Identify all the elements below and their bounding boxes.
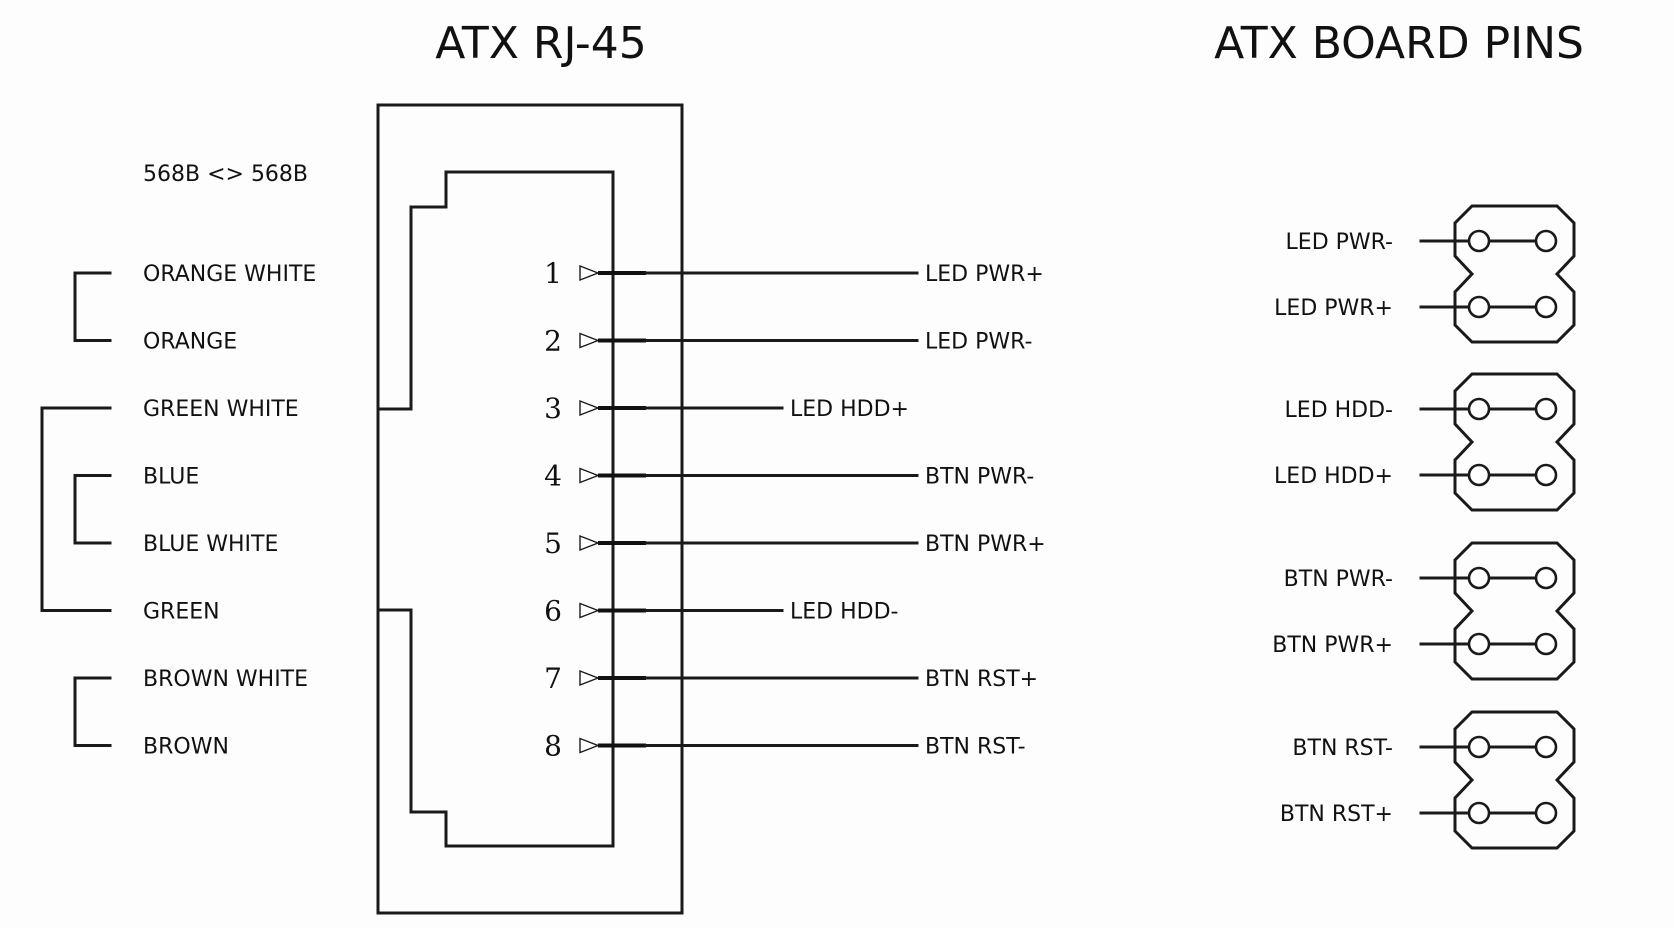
pin-arrow-icon bbox=[579, 332, 600, 349]
pin-number: 6 bbox=[544, 595, 562, 628]
signal-label: BTN RST- bbox=[925, 735, 1026, 760]
rj45-title: ATX RJ-45 bbox=[435, 18, 647, 69]
pin-number: 7 bbox=[544, 662, 562, 695]
header-pin-icon bbox=[1534, 295, 1558, 319]
wire-color-label: ORANGE WHITE bbox=[143, 262, 316, 287]
rj45-pin-6: 6 LED HDD- bbox=[544, 595, 898, 628]
header-pin-icon bbox=[1534, 632, 1558, 656]
wire-color-label: ORANGE bbox=[143, 330, 237, 355]
rj45-connector bbox=[376, 103, 684, 915]
rj45-pin-4: 4 BTN PWR- bbox=[544, 460, 1034, 493]
header-outline bbox=[1453, 710, 1576, 850]
header-pin-label: BTN RST- bbox=[1292, 736, 1393, 761]
header-outline bbox=[1453, 372, 1576, 512]
pin-arrow-icon bbox=[579, 534, 600, 552]
header-pin-icon bbox=[1534, 463, 1558, 487]
pair-bracket-blue bbox=[73, 474, 112, 545]
wire-color-label: GREEN bbox=[143, 600, 220, 625]
signal-label: LED PWR- bbox=[925, 330, 1032, 355]
wire-color-label: BLUE bbox=[143, 465, 199, 490]
header-led-hdd: LED HDD- LED HDD+ bbox=[1274, 372, 1576, 512]
pin-number: 2 bbox=[544, 325, 562, 358]
header-outline bbox=[1453, 204, 1576, 344]
signal-label: LED HDD- bbox=[790, 600, 898, 625]
header-pin-icon bbox=[1534, 735, 1558, 759]
rj45-pin-3: 3 LED HDD+ bbox=[544, 392, 909, 425]
pair-bracket-brown bbox=[73, 676, 112, 747]
pair-brackets bbox=[40, 271, 112, 747]
header-pin-icon bbox=[1467, 566, 1491, 590]
pin-arrow-icon bbox=[579, 737, 600, 754]
rj45-pin-7: 7 BTN RST+ bbox=[544, 662, 1038, 695]
wire-color-labels: ORANGE WHITE ORANGE GREEN WHITE BLUE BLUE WH… bbox=[143, 262, 316, 760]
pin-arrow-icon bbox=[579, 264, 600, 282]
wire-color-label: BROWN bbox=[143, 735, 229, 760]
pin-number: 8 bbox=[544, 730, 562, 763]
signal-label: BTN RST+ bbox=[925, 667, 1038, 692]
pin-arrow-icon bbox=[579, 467, 600, 484]
wire-color-label: BLUE WHITE bbox=[143, 532, 278, 557]
standard-label: 568B <> 568B bbox=[143, 162, 308, 187]
header-pin-icon bbox=[1534, 566, 1558, 590]
pair-bracket-green bbox=[40, 406, 112, 612]
header-pin-label: BTN PWR- bbox=[1284, 567, 1393, 592]
header-pin-label: BTN PWR+ bbox=[1272, 633, 1393, 658]
pin-number: 1 bbox=[544, 257, 562, 290]
rj45-pin-1: 1 LED PWR+ bbox=[544, 257, 1044, 290]
header-pin-icon bbox=[1467, 735, 1491, 759]
pin-arrow-icon bbox=[579, 399, 600, 417]
header-button-power: BTN PWR- BTN PWR+ bbox=[1272, 541, 1576, 681]
rj45-pin-8: 8 BTN RST- bbox=[544, 730, 1026, 763]
header-pin-icon bbox=[1467, 229, 1491, 253]
header-pin-icon bbox=[1467, 295, 1491, 319]
header-pin-label: LED HDD+ bbox=[1274, 464, 1393, 489]
pin-arrow-icon bbox=[579, 669, 600, 687]
signal-label: BTN PWR- bbox=[925, 465, 1034, 490]
header-pin-label: LED PWR+ bbox=[1274, 296, 1393, 321]
header-pin-label: BTN RST+ bbox=[1280, 802, 1393, 827]
board-pins-title: ATX BOARD PINS bbox=[1214, 18, 1584, 69]
signal-label: BTN PWR+ bbox=[925, 532, 1046, 557]
header-pin-icon bbox=[1534, 801, 1558, 825]
pin-number: 4 bbox=[544, 460, 562, 493]
header-outline bbox=[1453, 541, 1576, 681]
signal-label: LED PWR+ bbox=[925, 262, 1044, 287]
pair-bracket-orange bbox=[73, 271, 112, 342]
pin-number: 5 bbox=[544, 527, 562, 560]
signal-label: LED HDD+ bbox=[790, 397, 909, 422]
wire-color-label: BROWN WHITE bbox=[143, 667, 308, 692]
header-pin-icon bbox=[1534, 229, 1558, 253]
pin-arrow-icon bbox=[579, 602, 600, 619]
header-pin-icon bbox=[1534, 397, 1558, 421]
header-pin-label: LED HDD- bbox=[1285, 398, 1393, 423]
header-pin-icon bbox=[1467, 801, 1491, 825]
rj45-outer-body bbox=[376, 103, 684, 915]
pin-number: 3 bbox=[544, 392, 562, 425]
rj45-pin-5: 5 BTN PWR+ bbox=[544, 527, 1046, 560]
header-button-reset: BTN RST- BTN RST+ bbox=[1280, 710, 1576, 850]
header-pin-icon bbox=[1467, 632, 1491, 656]
header-pin-icon bbox=[1467, 463, 1491, 487]
header-pin-label: LED PWR- bbox=[1286, 230, 1393, 255]
rj45-pin-2: 2 LED PWR- bbox=[544, 325, 1032, 358]
wire-color-label: GREEN WHITE bbox=[143, 397, 299, 422]
header-pin-icon bbox=[1467, 397, 1491, 421]
board-headers: LED PWR- LED PWR+ LED HDD- LED HDD+ BTN PWR-… bbox=[1272, 204, 1576, 850]
rj45-inner-contact-outline bbox=[376, 170, 615, 848]
header-led-power: LED PWR- LED PWR+ bbox=[1274, 204, 1576, 344]
